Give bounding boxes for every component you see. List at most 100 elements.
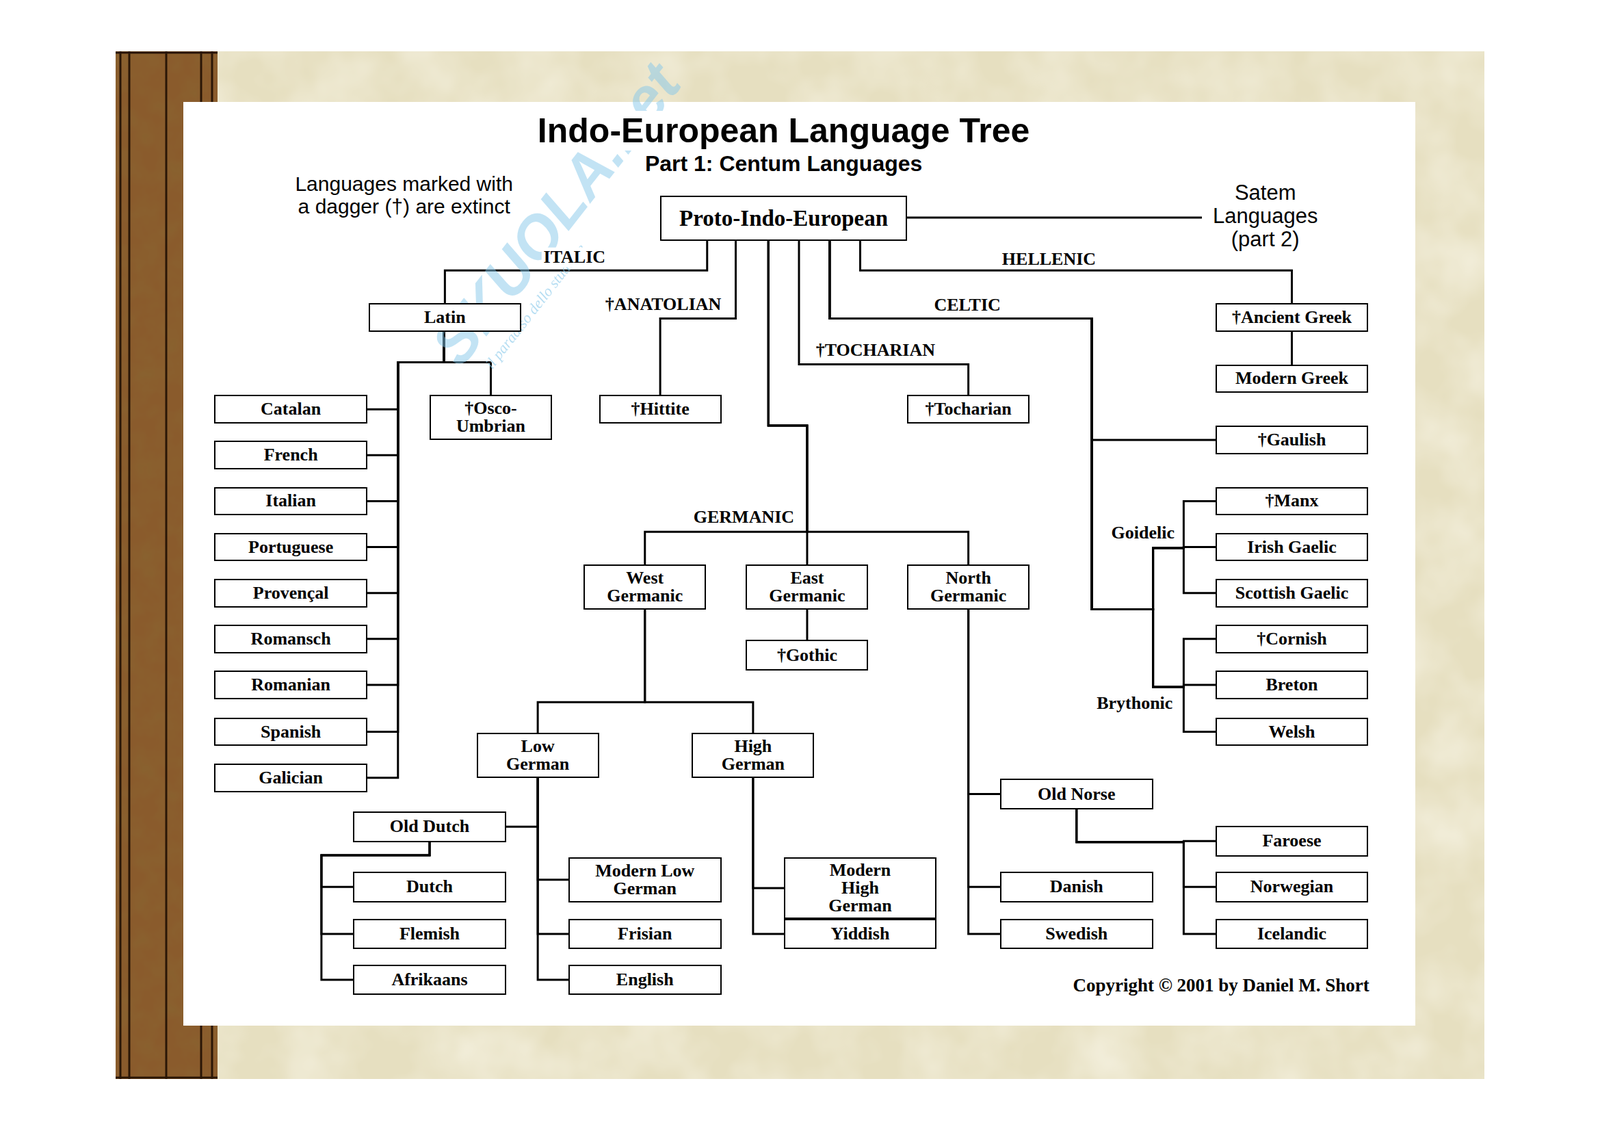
language-box: West Germanic [583, 564, 706, 610]
language-name: Swedish [1045, 924, 1108, 943]
paper-texture [115, 51, 1485, 1079]
language-box: Welsh [1215, 717, 1369, 747]
language-box: Breton [1215, 670, 1369, 700]
branch-line [829, 240, 1216, 610]
paper-ground [115, 51, 1485, 1079]
language-box: Icelandic [1215, 918, 1369, 950]
language-name: Low German [503, 737, 572, 773]
language-box: Romansch [214, 624, 368, 654]
language-box: Flemish [352, 918, 507, 950]
language-name: English [616, 970, 674, 989]
subgroup-label: Brythonic [1094, 692, 1175, 713]
language-name: Galician [258, 768, 323, 787]
branch-line [829, 240, 1216, 687]
language-name: Frisian [617, 924, 672, 943]
language-name: †Cornish [1256, 630, 1328, 648]
branch-line [645, 609, 754, 734]
language-box: Italian [214, 487, 368, 516]
language-name: Old Norse [1037, 785, 1116, 804]
language-name: †Gothic [777, 646, 838, 665]
language-box: Spanish [214, 717, 368, 747]
branch-line [367, 331, 444, 685]
language-name: Latin [424, 308, 466, 327]
language-box: Faroese [1215, 825, 1369, 857]
branch-line [367, 331, 444, 732]
language-box: North Germanic [907, 564, 1030, 610]
language-box: Provençal [214, 578, 368, 608]
branch-line [829, 240, 1216, 732]
language-name: Yiddish [831, 924, 890, 943]
branch-line [506, 777, 538, 828]
language-box: Romanian [214, 670, 368, 700]
language-box: †Osco-Umbrian [429, 394, 553, 440]
language-name: Portuguese [248, 538, 334, 557]
branch-line [805, 609, 808, 641]
language-name: Old Dutch [389, 817, 470, 836]
language-box: Modern High German [783, 857, 938, 919]
language-name: Modern Low German [593, 861, 697, 898]
language-name: Flemish [399, 924, 460, 943]
language-name: Faroese [1262, 831, 1321, 850]
language-box: †Hittite [599, 394, 722, 424]
branch-line [753, 777, 784, 934]
language-name: Italian [265, 491, 317, 510]
language-name: East Germanic [766, 569, 849, 605]
language-box: Modern Low German [568, 857, 722, 903]
language-box: †Cornish [1215, 624, 1369, 654]
language-box: High German [691, 732, 815, 778]
language-box: English [568, 964, 722, 996]
branch-line [537, 777, 569, 880]
group-label: GERMANIC [691, 507, 797, 528]
satem-line [907, 216, 1202, 219]
language-name: †Gaulish [1257, 430, 1327, 449]
language-name: Catalan [260, 400, 321, 418]
branch-line [537, 777, 569, 980]
branch-line [367, 331, 444, 639]
group-label: †ANATOLIAN [603, 294, 724, 314]
branch-line [829, 240, 1216, 687]
language-box: Proto-Indo-European [660, 195, 908, 241]
satem-note: Satem Languages (part 2) [1205, 181, 1326, 252]
language-box: Scottish Gaelic [1215, 578, 1369, 608]
language-name: †Manx [1265, 491, 1319, 510]
language-box: Danish [1000, 871, 1154, 903]
language-box: French [214, 440, 368, 470]
language-box: Norwegian [1215, 871, 1369, 903]
language-box: Portuguese [214, 532, 368, 562]
language-name: Dutch [406, 877, 453, 896]
branch-line [968, 609, 1001, 934]
subtitle: Part 1: Centum Languages [643, 152, 925, 177]
language-box: Modern Greek [1215, 364, 1369, 394]
language-box: Latin [368, 303, 522, 332]
language-box: Yiddish [783, 918, 938, 950]
branch-line [660, 240, 736, 395]
branch-line [1290, 331, 1293, 365]
note: Languages marked with a dagger (†) are e… [289, 172, 520, 218]
branch-line [537, 609, 646, 734]
group-label: ITALIC [541, 247, 609, 268]
group-label: HELLENIC [1000, 249, 1098, 270]
language-name: Proto-Indo-European [679, 207, 888, 230]
language-box: Old Dutch [352, 811, 507, 843]
group-label: †TOCHARIAN [814, 339, 938, 360]
language-name: Icelandic [1257, 924, 1327, 943]
language-name: Modern High German [809, 861, 912, 915]
language-name: High German [718, 737, 788, 773]
language-name: Scottish Gaelic [1235, 584, 1349, 602]
branch-line [1076, 809, 1216, 843]
language-name: Romansch [251, 630, 332, 648]
branch-line [367, 331, 444, 594]
language-name: †Osco-Umbrian [453, 399, 529, 436]
language-name: †Hittite [631, 400, 690, 418]
language-box: Galician [214, 763, 368, 793]
language-name: Modern Greek [1235, 369, 1349, 388]
subgroup-label: Goidelic [1108, 522, 1176, 543]
language-box: East Germanic [745, 564, 869, 610]
language-name: Romanian [251, 675, 331, 694]
group-label: CELTIC [931, 295, 1003, 316]
language-box: †Gaulish [1215, 425, 1369, 455]
branch-line [537, 777, 569, 934]
branch-line [968, 609, 1001, 888]
branch-line [321, 842, 430, 980]
